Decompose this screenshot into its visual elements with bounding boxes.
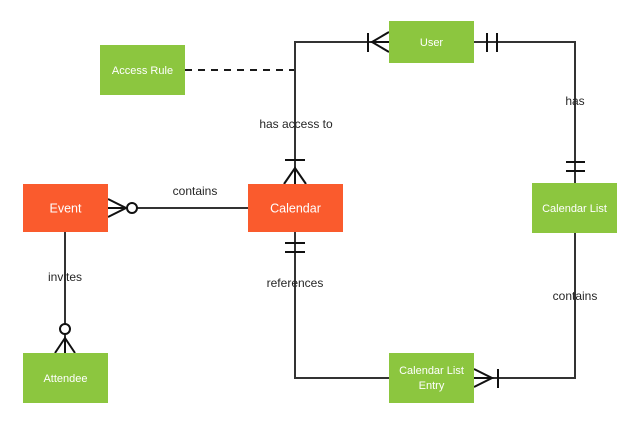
- entity-calendar-list-entry[interactable]: Calendar List Entry: [389, 353, 474, 403]
- edge-contains-list-entry: [474, 233, 576, 379]
- entity-calendar[interactable]: Calendar: [248, 184, 343, 232]
- marker-event-right-zero-or-many: [107, 198, 138, 218]
- entity-calendar-list[interactable]: Calendar List: [532, 183, 617, 233]
- marker-user-right-one-and-only-one: [486, 33, 498, 52]
- entity-event[interactable]: Event: [23, 184, 108, 232]
- rel-label-has-access-to: has access to: [259, 117, 333, 131]
- edge-has-access-to: [294, 41, 389, 184]
- entity-calendar-list-box[interactable]: [532, 183, 617, 233]
- entity-event-box[interactable]: [23, 184, 108, 232]
- rel-label-references: references: [267, 276, 324, 290]
- entity-calendar-list-entry-label-line1: Calendar List: [399, 365, 464, 377]
- entity-access-rule-label: Access Rule: [112, 65, 173, 77]
- entity-calendar-box[interactable]: [248, 184, 343, 232]
- entity-attendee-box[interactable]: [23, 353, 108, 403]
- rel-label-has: has: [565, 94, 584, 108]
- entity-calendar-list-entry-label-line2: Entry: [419, 380, 445, 392]
- rel-label-invites: invites: [48, 270, 82, 284]
- entity-calendar-list-entry-box[interactable]: [389, 353, 474, 403]
- entity-attendee[interactable]: Attendee: [23, 353, 108, 403]
- marker-user-left-one-or-many: [367, 31, 390, 53]
- rel-label-contains-event-calendar: contains: [173, 184, 218, 198]
- entity-access-rule-box[interactable]: [100, 45, 185, 95]
- marker-calendar-bottom-one-and-only-one: [285, 242, 305, 253]
- rel-label-contains-list-entry: contains: [553, 289, 598, 303]
- marker-calendar-list-entry-right-one-or-many: [473, 368, 499, 388]
- entity-user-label: User: [420, 37, 444, 49]
- entity-user[interactable]: User: [389, 21, 474, 63]
- entity-event-label: Event: [50, 201, 82, 215]
- entity-access-rule[interactable]: Access Rule: [100, 45, 185, 95]
- entity-calendar-label: Calendar: [270, 201, 321, 215]
- entity-attendee-label: Attendee: [43, 373, 87, 385]
- marker-calendar-top-one-or-many: [283, 159, 307, 185]
- entity-user-box[interactable]: [389, 21, 474, 63]
- marker-attendee-top-zero-or-many: [54, 323, 76, 354]
- edge-has: [474, 41, 576, 183]
- entity-calendar-list-label: Calendar List: [542, 203, 607, 215]
- marker-calendar-list-top-one-and-only-one: [566, 161, 585, 172]
- edge-references: [294, 232, 389, 379]
